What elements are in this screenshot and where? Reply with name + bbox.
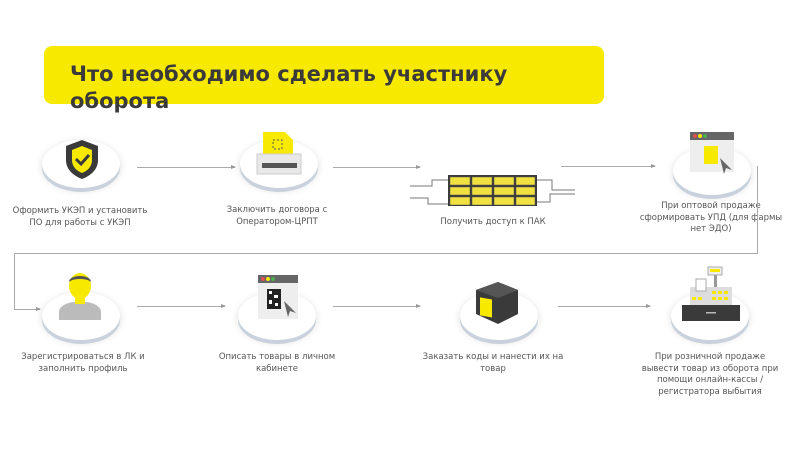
- step-8-label: При розничной продаже вывести товар из о…: [641, 352, 779, 397]
- user-icon: [59, 273, 101, 320]
- connector-line: [14, 253, 15, 310]
- connector-line: [757, 166, 758, 254]
- step-4-label: При оптовой продаже сформировать УПД (дл…: [639, 201, 783, 234]
- browser-document-icon: [690, 132, 734, 174]
- arrow: [333, 304, 421, 308]
- step-1-label: Оформить УКЭП и установить ПО для работы…: [12, 206, 148, 228]
- box-code-icon: [476, 282, 518, 324]
- arrow: [137, 165, 236, 169]
- arrow: [558, 304, 651, 308]
- step-6-label: Описать товары в личном кабинете: [218, 352, 336, 374]
- shield-check-icon: [66, 140, 98, 179]
- connector-line: [14, 253, 758, 254]
- step-3-label: Получить доступ к ПАК: [440, 217, 546, 227]
- arrow: [333, 165, 421, 169]
- step-2-label: Заключить договора с Оператором-ЦРПТ: [226, 205, 328, 227]
- arrow: [137, 304, 226, 308]
- step-5-label: Зарегистрироваться в ЛК и заполнить проф…: [21, 352, 145, 374]
- printer-document-icon: [256, 132, 302, 175]
- arrow: [561, 164, 656, 168]
- server-icon: [410, 175, 575, 206]
- browser-datamatrix-icon: [258, 275, 298, 319]
- page-title: Что необходимо сделать участнику оборота: [70, 62, 508, 113]
- arrow: [14, 307, 41, 311]
- cash-register-icon: [682, 266, 740, 321]
- title-banner: [44, 46, 604, 104]
- step-7-label: Заказать коды и нанести их на товар: [422, 352, 564, 374]
